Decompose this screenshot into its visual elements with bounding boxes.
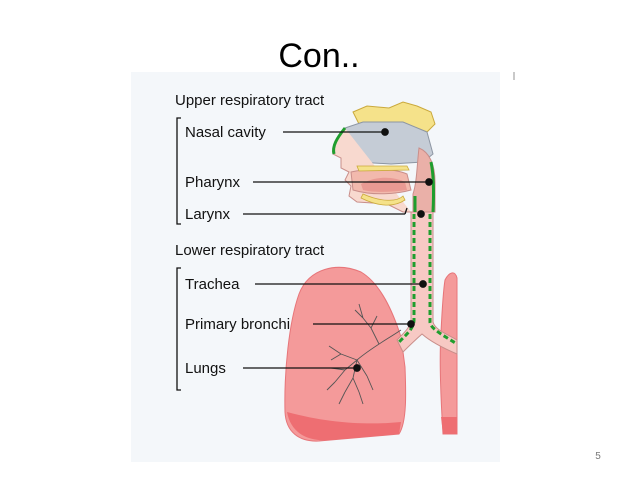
upper-tract-header: Upper respiratory tract [175,92,325,109]
left-lung-base [287,412,401,441]
page-number: 5 [595,451,601,462]
left-lung [284,266,407,442]
right-lung-base [441,417,457,434]
tongue [361,177,407,192]
trachea-illustration [396,211,458,355]
bronchial-tree [326,303,402,405]
label-nasal-cavity: Nasal cavity [185,124,266,141]
jaw-bone-lower [360,193,406,206]
label-larynx: Larynx [185,206,231,223]
upper-tract-bracket [176,117,181,225]
label-pharynx: Pharynx [185,174,241,191]
label-trachea: Trachea [185,276,240,293]
jaw-bone-upper [356,165,410,172]
right-lung [439,272,458,435]
label-lungs: Lungs [185,360,226,377]
lower-tract-bracket [176,267,181,391]
label-primary-bronchi: Primary bronchi [185,316,290,333]
airway-lining [397,214,458,346]
respiratory-diagram-svg: Upper respiratory tract Nasal cavity Pha… [175,92,458,442]
lungs-illustration [284,266,458,442]
scroll-marker [513,72,515,80]
trachea [396,211,458,355]
leader-lines [243,128,433,372]
pharynx-lining [429,161,436,213]
head-illustration [332,101,436,213]
slide-title: Con.. [278,37,360,75]
nose-lining [332,127,347,155]
respiratory-diagram: Upper respiratory tract Nasal cavity Pha… [131,72,500,462]
lower-tract-header: Lower respiratory tract [175,242,325,259]
